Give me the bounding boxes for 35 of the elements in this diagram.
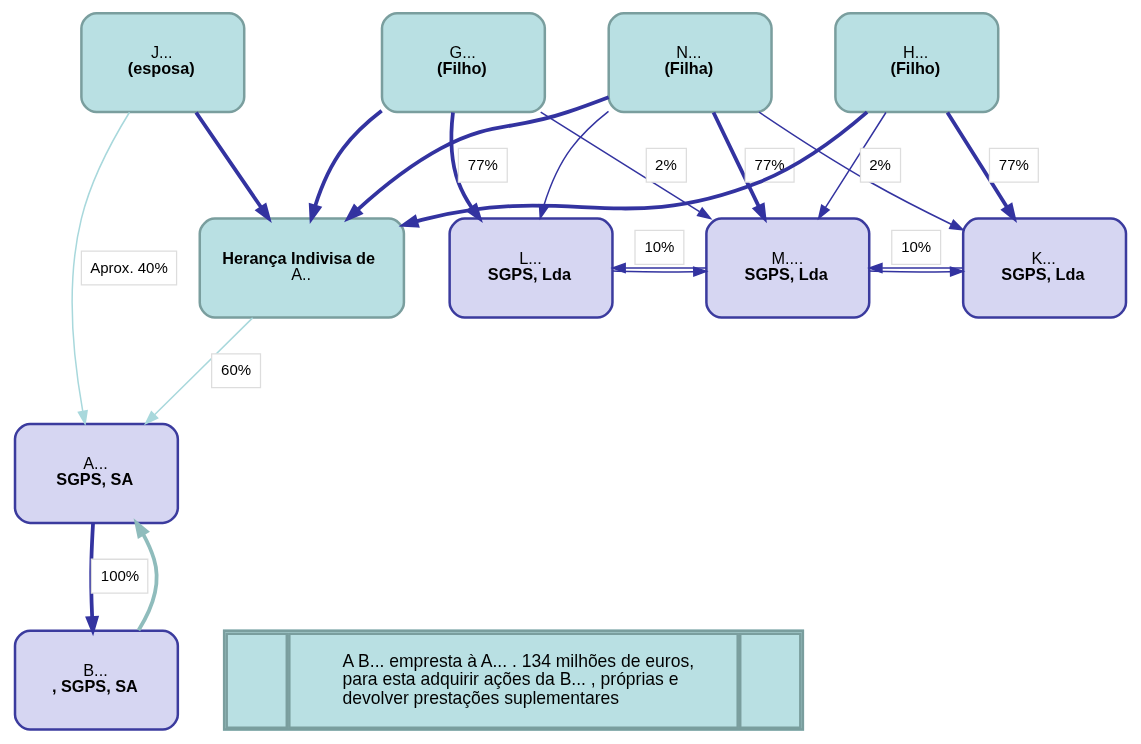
node-box: B... , SGPS, SA	[13, 629, 180, 731]
edge-label: Aprox. 40%	[90, 258, 168, 276]
arrow	[85, 522, 100, 637]
arrow	[758, 111, 965, 231]
arrow	[143, 317, 254, 426]
arrow	[610, 262, 707, 274]
arrow	[133, 518, 159, 632]
node-box: A... SGPS, SA	[13, 422, 180, 525]
arrow	[817, 111, 887, 221]
edge-label: 10%	[901, 237, 932, 255]
node-box: G... (Filho)	[380, 11, 547, 114]
arrow	[868, 266, 966, 278]
node-box: Herança Indivisa de A..	[198, 217, 406, 319]
node-box: M.... SGPS, Lda	[705, 217, 871, 319]
edge-label: 2%	[869, 155, 891, 173]
arrow	[398, 110, 869, 228]
arrow	[308, 109, 383, 224]
node-box: N... (Filha)	[607, 11, 773, 114]
arrow	[71, 111, 131, 426]
edge-label: 2%	[655, 155, 677, 173]
arrow	[867, 262, 964, 274]
edge-label: 77%	[467, 155, 498, 173]
node-box: H... (Filho)	[834, 11, 1000, 114]
arrow	[194, 111, 272, 223]
arrow	[945, 111, 1018, 224]
edge-label: 60%	[221, 361, 252, 379]
arrow	[612, 266, 709, 278]
node-box: K... SGPS, Lda	[961, 217, 1128, 319]
edge-label: 10%	[644, 237, 675, 255]
arrow	[711, 111, 767, 224]
edge-label: 100%	[100, 566, 140, 584]
edge-label: 77%	[998, 155, 1029, 173]
node-box: L... SGPS, Lda	[448, 217, 614, 319]
edge-label: 77%	[754, 155, 785, 173]
node-box: J... (esposa)	[80, 11, 246, 114]
